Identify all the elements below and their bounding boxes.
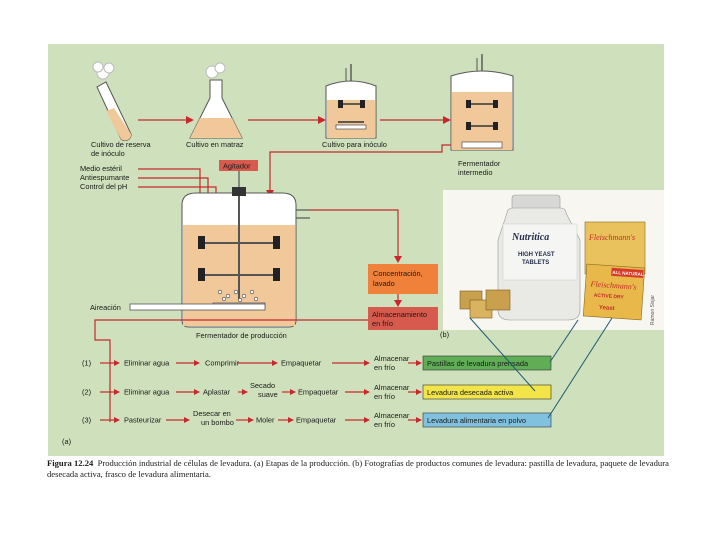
process-store-line-2: en frío [374, 392, 395, 401]
process-store-line-2: en frío [374, 420, 395, 429]
arrow-production-to-concentration [310, 209, 399, 256]
product-photo: Nutritica HIGH YEAST TABLETS Fleischmann… [443, 190, 664, 330]
process-store-line-1: Almacenar [374, 411, 410, 420]
process-arrowhead [194, 360, 200, 366]
product-label: Pastillas de levadura prensada [427, 359, 529, 368]
label-aeration: Aireación [90, 303, 121, 312]
process-number: (2) [82, 388, 91, 397]
arrowhead [186, 116, 194, 124]
concentration-box [368, 264, 438, 294]
process-arrowhead [114, 389, 120, 395]
process-step: Empaquetar [281, 359, 322, 368]
packet-sub: Yeast [599, 305, 615, 312]
pointer-powder [547, 317, 613, 419]
label-intermediate-2: intermedio [458, 168, 493, 177]
packet-badge: ALL NATURAL [612, 270, 644, 277]
figure-caption: Figura 12.24 Producción industrial de cé… [47, 458, 669, 480]
label-production-fermenter: Fermentador de producción [196, 331, 287, 340]
process-arrowhead [416, 360, 422, 366]
label-concentration-2: lavado [373, 279, 395, 288]
jar-text-2: TABLETS [522, 260, 549, 266]
process-arrowhead [272, 360, 278, 366]
process-number: (1) [82, 359, 91, 368]
process-step: Comprimir [205, 359, 240, 368]
process-arrowhead [416, 389, 422, 395]
photo-credit: Ramon Sisjar [650, 295, 656, 325]
jar-brand: Nutritica [511, 232, 549, 243]
product-label: Levadura alimentaria en polvo [427, 416, 526, 425]
pointer-pressed-tablets [549, 319, 579, 363]
process-arrowhead [242, 389, 248, 395]
agitator-box [219, 160, 258, 171]
process-store-line-1: Almacenar [374, 354, 410, 363]
aeration-pipe [129, 303, 266, 311]
arrowhead [443, 116, 451, 124]
process-step: Moler [256, 416, 275, 425]
storage-to-processes-line [94, 319, 368, 422]
label-agitator: Agitador [223, 162, 251, 171]
intermediate-fermenter [450, 54, 514, 151]
cold-storage-box [368, 307, 438, 330]
process-arrowhead [184, 417, 190, 423]
process-arrowhead [194, 389, 200, 395]
process-step: Aplastar [203, 388, 231, 397]
stock-culture-tube [92, 61, 132, 141]
process-step: Empaquetar [296, 416, 337, 425]
process-number: (3) [82, 416, 91, 425]
process-arrowhead [114, 360, 120, 366]
process-arrowhead [364, 360, 370, 366]
culture-flask [189, 62, 243, 139]
label-cold-storage-1: Almacenamiento [372, 310, 427, 319]
label-stock-culture-2: de inóculo [91, 149, 125, 158]
process-arrowhead [290, 389, 296, 395]
packet-brand-back: Fleischmann's [588, 233, 635, 242]
caption-figure-number: Figura 12.24 [47, 458, 94, 468]
product-box [422, 384, 552, 400]
caption-text: Producción industrial de células de leva… [47, 458, 669, 479]
process-arrowhead [364, 417, 370, 423]
product-box [422, 412, 552, 428]
process-step: Eliminar agua [124, 359, 170, 368]
label-input-ph: Control del pH [80, 182, 127, 191]
arrowhead [394, 300, 402, 307]
label-flask-culture: Cultivo en matraz [186, 140, 244, 149]
process-arrowhead [114, 417, 120, 423]
label-input-medium: Medio estéril [80, 164, 122, 173]
arrowhead [394, 256, 402, 263]
process-step: Empaquetar [298, 388, 339, 397]
packet-brand-front: Fleischmann's [589, 279, 637, 291]
label-panel-b: (b) [440, 330, 449, 339]
process-arrowhead [248, 417, 254, 423]
product-box [422, 355, 552, 371]
label-intermediate-1: Fermentador [458, 159, 501, 168]
label-input-antifoam: Antiespumante [80, 173, 129, 182]
process-step: Eliminar agua [124, 388, 170, 397]
process-arrowhead [416, 417, 422, 423]
pointer-active-dry [469, 317, 536, 392]
process-store-line-2: en frío [374, 363, 395, 372]
label-panel-a: (a) [62, 437, 71, 446]
label-stock-culture-1: Cultivo de reserva [91, 140, 151, 149]
jar-text-1: HIGH YEAST [518, 252, 555, 258]
product-label: Levadura desecada activa [427, 388, 514, 397]
arrow-intermediate-to-production [269, 144, 451, 190]
process-step: Pasteurizar [124, 416, 162, 425]
packet-text: ACTIVE DRY [593, 293, 624, 301]
arrowhead [318, 116, 326, 124]
label-inoculum-culture: Cultivo para inóculo [322, 140, 387, 149]
process-arrowhead [364, 389, 370, 395]
label-cold-storage-2: en frío [372, 319, 393, 328]
label-concentration-1: Concentración, [373, 269, 423, 278]
process-arrowhead [288, 417, 294, 423]
inoculum-vessel [325, 64, 377, 139]
process-store-line-1: Almacenar [374, 383, 410, 392]
